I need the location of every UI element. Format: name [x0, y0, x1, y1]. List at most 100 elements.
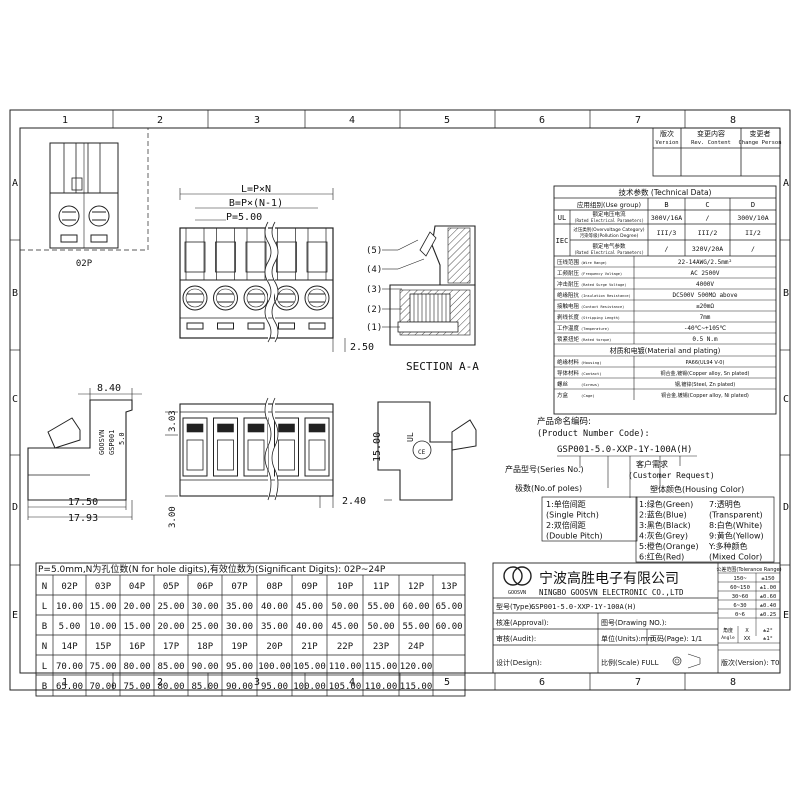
- units-label: 单位(Units):mm: [601, 634, 655, 643]
- table-caption: P=5.0mm,N为孔位数(N for hole digits),有效位数为(S…: [38, 563, 386, 575]
- dim-3-03: 3.03: [168, 410, 178, 432]
- grid-row-right-A: A: [783, 178, 789, 189]
- pn-customer2: (Customer Request): [628, 471, 715, 480]
- rev-h2: 变更内容: [697, 129, 725, 138]
- dim-B: B=P×(N-1): [229, 198, 283, 209]
- tech-head-c: C: [705, 201, 709, 209]
- dimension-table: P=5.0mm,N为孔位数(N for hole digits),有效位数为(S…: [35, 562, 466, 697]
- pn-color-right: (Mixed Color): [709, 553, 762, 562]
- grid-col-top-6: 6: [539, 115, 545, 126]
- dim-cell: 15.00: [89, 602, 116, 612]
- dim-cell: 90.00: [226, 682, 253, 692]
- grid-col-top-4: 4: [349, 115, 355, 126]
- section-callout: (5): [366, 246, 382, 256]
- dim-cell: 55.00: [367, 602, 394, 612]
- side-text-1: GOOSVN: [98, 430, 106, 455]
- pn-color: 塑体颜色(Housing Color): [650, 484, 744, 494]
- tech-ul-b: 300V/16A: [651, 214, 682, 222]
- dim-cell: 85.00: [191, 682, 218, 692]
- dim-cell: 115.00: [400, 682, 433, 692]
- dim-cell: 65.00: [56, 682, 83, 692]
- dim-cell: 70.00: [89, 682, 116, 692]
- pn-color-left: 6:红色(Red): [639, 552, 684, 562]
- dim-cell: B: [42, 682, 47, 692]
- dim-cell: 90.00: [191, 662, 218, 672]
- tol-range: 0~6: [735, 612, 745, 618]
- pn-color-left: 1:绿色(Green): [639, 499, 693, 509]
- grid-row-left-E: E: [12, 610, 18, 621]
- tech-head-b: B: [664, 201, 668, 209]
- dim-cell: 10P: [337, 582, 354, 592]
- dim-cell: 21P: [301, 642, 318, 652]
- angle-val: ±2°: [763, 628, 773, 634]
- tech-row-label: 工作温度: [557, 324, 580, 332]
- drawing-label: 图号(Drawing NO.):: [601, 619, 667, 627]
- tech-row-label: 冲击耐压: [557, 280, 580, 288]
- pn-series: 产品型号(Series No.): [505, 464, 584, 474]
- dim-cell: 11P: [373, 582, 390, 592]
- front-view-label: 02P: [76, 259, 93, 269]
- dim-8-40: 8.40: [97, 383, 121, 394]
- tech-row-en: (Insulation Resistance): [581, 294, 631, 298]
- tech-mat-value: 钢,镀锌(Steel, Zn plated): [675, 381, 735, 388]
- company-cn: 宁波高胜电子有限公司: [539, 570, 679, 587]
- dim-cell: 80.00: [157, 682, 184, 692]
- rev-h1-en: Version: [655, 140, 678, 146]
- pn-pitch-item: (Double Pitch): [546, 532, 603, 541]
- pn-pitch-item: 1:单倍间距: [546, 499, 586, 509]
- dim-cell: N: [42, 642, 47, 652]
- tech-row-en: (Temperature): [581, 327, 609, 331]
- dim-cell: 24P: [408, 642, 425, 652]
- tech-row-value: AC 2500V: [691, 270, 720, 277]
- grid-col-bottom-2: 2: [157, 677, 163, 688]
- dim-cell: 120.00: [400, 662, 433, 672]
- dim-cell: 06P: [197, 582, 214, 592]
- dim-L: L=P×N: [241, 184, 271, 195]
- dim-cell: 22P: [337, 642, 354, 652]
- dim-cell: 55.00: [402, 622, 429, 632]
- tech-row-en: (Contact Resistance): [581, 305, 624, 309]
- tech-head-d: D: [751, 201, 755, 209]
- grid-col-bottom-7: 7: [635, 677, 641, 688]
- dim-cell: 100.00: [293, 682, 326, 692]
- type-label: 型号(Type):: [496, 602, 534, 611]
- tech-iec2-d: /: [751, 245, 755, 253]
- dim-cell: 03P: [95, 582, 112, 592]
- angle-sub: Angle: [721, 635, 735, 641]
- tol-head: 公差范围(Tolerance Range): [716, 566, 781, 573]
- tech-row-label: 压线范围: [557, 258, 580, 266]
- section-callout: (1): [366, 323, 382, 333]
- dim-cell: 95.00: [261, 682, 288, 692]
- tech-row-value: ≤20mΩ: [696, 303, 714, 310]
- dim-cell: 100.00: [258, 662, 291, 672]
- pn-title2: (Product Number Code):: [537, 429, 650, 439]
- tech-row-en: (Rated Surge Voltage): [581, 283, 626, 287]
- tech-mat-label: 方盒: [557, 391, 569, 399]
- dim-cell: 40.00: [296, 622, 323, 632]
- tech-row-value: 7mm: [700, 314, 711, 321]
- pn-title1: 产品命名编码:: [537, 416, 591, 427]
- tech-ul-label: UL: [558, 214, 566, 222]
- dim-cell: 65.00: [435, 602, 462, 612]
- tech-mat-value: PA66(UL94 V-0): [686, 360, 725, 366]
- grid-row-left-B: B: [12, 288, 18, 299]
- dim-cell: 25.00: [157, 602, 184, 612]
- tech-iec2-b: /: [665, 245, 669, 253]
- tol-value: ±0.25: [760, 612, 777, 618]
- grid-col-bottom-8: 8: [730, 677, 736, 688]
- tech-mat-value: 铜合金,镀锡(Copper alloy, Sn plated): [661, 370, 750, 377]
- design-label: 设计(Design):: [496, 658, 542, 667]
- tech-row-value: 4000V: [696, 281, 714, 288]
- scale-label: 比例(Scale) FULL: [601, 658, 659, 667]
- dim-17-50: 17.50: [68, 497, 98, 508]
- dim-cell: 25.00: [191, 622, 218, 632]
- tol-range: 60~150: [730, 585, 750, 591]
- grid-row-left-C: C: [12, 394, 18, 405]
- tech-ul-d: 300V/10A: [737, 214, 768, 222]
- dim-cell: 15.00: [123, 622, 150, 632]
- dim-cell: L: [42, 662, 47, 672]
- dim-cell: 13P: [441, 582, 458, 592]
- tech-row-value: -40℃~+105℃: [684, 325, 727, 332]
- grid-row-right-E: E: [783, 610, 789, 621]
- section-a-a: (5)(4)(3)(2)(1) SECTION A-A: [366, 225, 479, 373]
